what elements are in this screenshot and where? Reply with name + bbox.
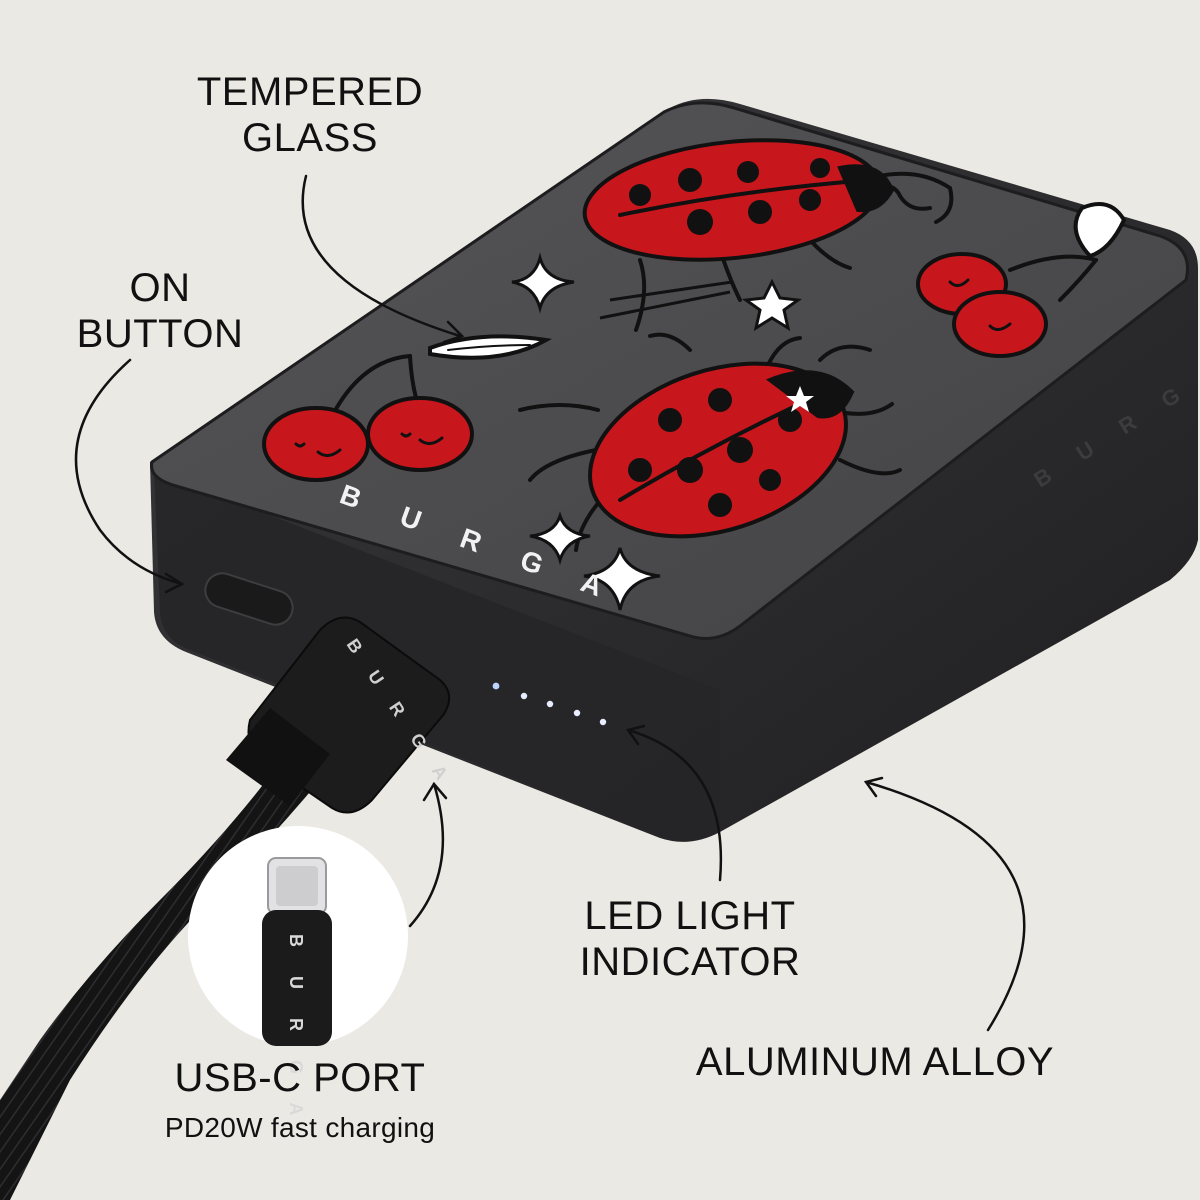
usb-c-port-detail: PD20W fast charging [164, 1112, 436, 1143]
aluminum-alloy-label: ALUMINUM ALLOY [695, 1040, 1055, 1084]
sparkle-icon [511, 252, 661, 611]
led-dot [573, 709, 581, 717]
glass-top-surface [150, 101, 1189, 640]
curved-arrow-icon [74, 358, 185, 594]
curved-arrow-icon [625, 724, 723, 882]
curved-arrow-icon [408, 781, 448, 928]
led-dot [546, 700, 554, 708]
star-icon [599, 278, 803, 332]
led-dot [520, 692, 528, 700]
led-dot [492, 682, 500, 690]
ladybug-icon [518, 332, 902, 552]
on-button-label: ON BUTTON [40, 266, 280, 357]
cherry-icon [916, 202, 1127, 358]
curved-arrow-icon [863, 776, 1026, 1032]
on-button-label-line: ON [129, 266, 191, 310]
curved-arrow-icon [301, 174, 465, 344]
power-button[interactable] [201, 569, 297, 629]
led-dot [599, 718, 607, 726]
led-indicator-label-line: INDICATOR [579, 939, 801, 984]
usb-c-port-inset: B U R G A [188, 826, 408, 1127]
led-indicator-label-line: LED LIGHT [584, 894, 796, 938]
cherry-icon [262, 334, 553, 482]
tempered-glass-label-line: GLASS [242, 115, 378, 160]
usb-c-port-label: USB-C PORT [174, 1056, 426, 1100]
led-indicator [492, 682, 607, 726]
tempered-glass-label: TEMPERED GLASS [150, 70, 470, 161]
ladybug-icon [582, 138, 954, 332]
tempered-glass-label-line: TEMPERED [196, 70, 424, 114]
inset-brand-logo: B U R G A [286, 934, 306, 1127]
on-button-label-line: BUTTON [76, 311, 244, 356]
led-indicator-label: LED LIGHT INDICATOR [540, 894, 840, 985]
